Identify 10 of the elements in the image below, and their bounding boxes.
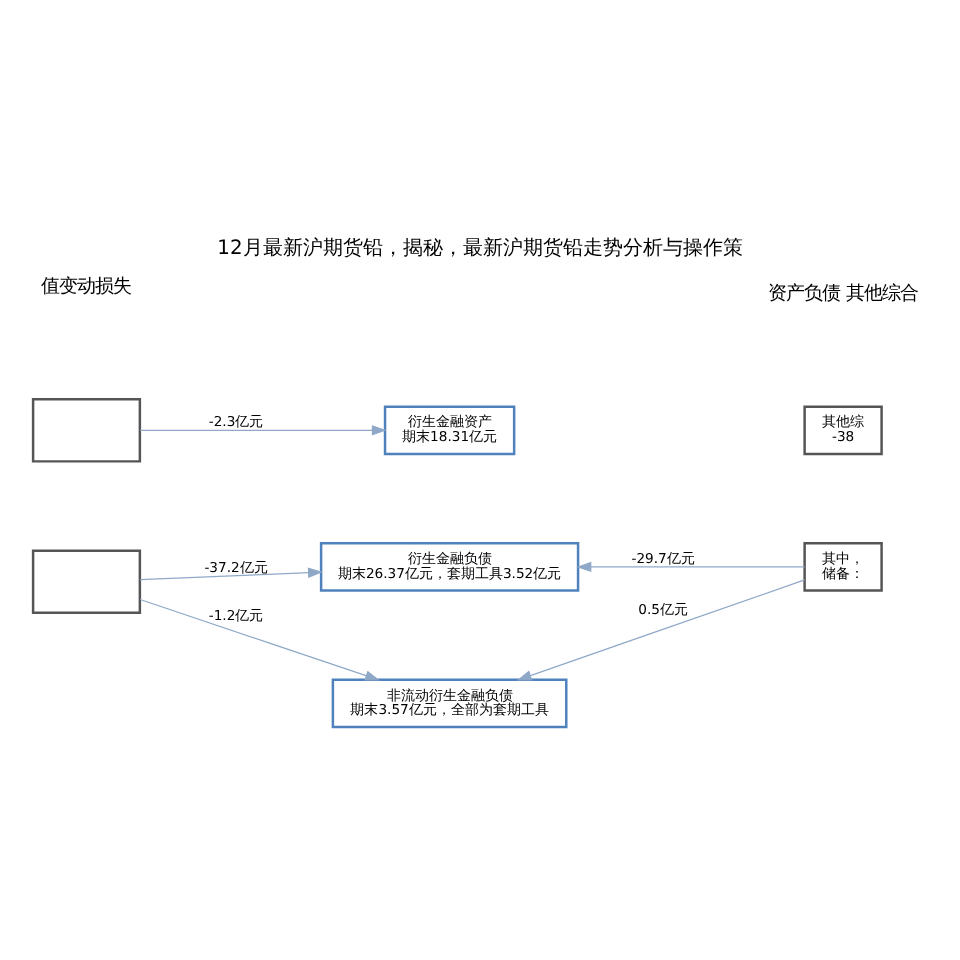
label: 值变动损失 (41, 275, 132, 298)
arrow (139, 598, 380, 681)
label: 资产负债 其他综合 (768, 283, 919, 306)
arrow (139, 567, 323, 581)
node-box (31, 549, 142, 615)
arrow (576, 561, 806, 573)
diagram-title: 12月最新沪期货铅，揭秘，最新沪期货铅走势分析与操作策 (217, 237, 743, 260)
arrow (139, 425, 387, 436)
node-box (31, 398, 142, 463)
arrow (516, 579, 806, 681)
